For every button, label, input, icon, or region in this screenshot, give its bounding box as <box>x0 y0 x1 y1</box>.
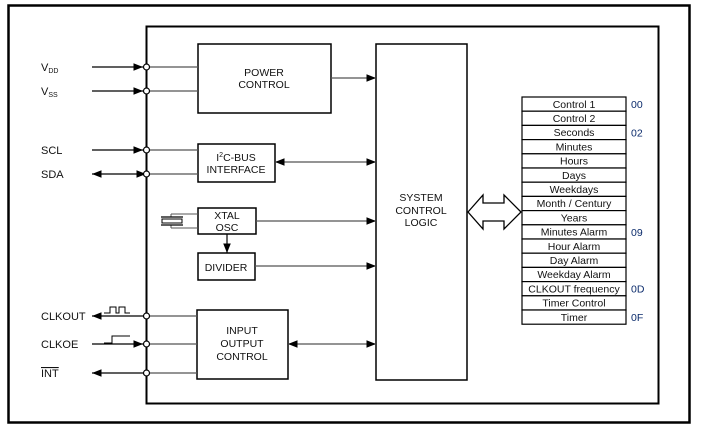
register-address: 00 <box>631 99 643 111</box>
register-address: 02 <box>631 127 643 139</box>
register-label: Control 1 <box>553 99 596 111</box>
power-control-block: POWER CONTROL <box>197 43 332 114</box>
pin-clkout: CLKOUT <box>41 311 151 323</box>
system-control-logic-block: SYSTEM CONTROL LOGIC <box>375 43 468 381</box>
pin-int: INT <box>41 368 151 380</box>
register-row: Timer Control <box>521 295 627 311</box>
register-label: Day Alarm <box>550 255 599 267</box>
step-waveform-icon <box>104 335 130 344</box>
svg-text:POWER: POWER <box>244 67 284 79</box>
svg-text:XTAL: XTAL <box>214 210 240 222</box>
pin-node <box>142 87 151 95</box>
register-row: Day Alarm <box>521 252 627 268</box>
pin-label: VDD <box>41 62 58 75</box>
register-label: Years <box>561 212 587 224</box>
svg-text:OUTPUT: OUTPUT <box>220 338 264 350</box>
svg-text:INTERFACE: INTERFACE <box>207 164 266 176</box>
register-row: Years <box>521 210 627 226</box>
svg-text:INPUT: INPUT <box>226 325 258 337</box>
pin-label: CLKOUT <box>41 311 86 323</box>
register-label: Weekday Alarm <box>537 269 611 281</box>
pin-scl: SCL <box>41 145 151 157</box>
register-label: Days <box>562 170 586 182</box>
pin-node <box>142 170 151 178</box>
register-label: Timer <box>561 312 588 324</box>
register-label: Hour Alarm <box>548 241 601 253</box>
svg-text:CONTROL: CONTROL <box>395 205 446 217</box>
register-label: Minutes <box>556 141 593 153</box>
pin-label: INT <box>41 368 59 380</box>
register-row: Weekday Alarm <box>521 266 627 283</box>
register-row: Month / Century <box>521 195 627 212</box>
svg-text:CONTROL: CONTROL <box>216 351 267 363</box>
outer-frame <box>7 4 691 424</box>
register-row: Seconds 02 <box>521 124 643 141</box>
pin-labels: VDD VSS SCL SDA CLKOUT CLKOE INT <box>41 62 151 380</box>
register-row: CLKOUT frequency 0D <box>521 281 645 297</box>
internal-connections <box>146 66 376 374</box>
register-label: Seconds <box>554 127 595 139</box>
pin-vdd: VDD <box>41 62 151 75</box>
svg-text:OSC: OSC <box>216 222 239 234</box>
register-address: 0D <box>631 284 645 296</box>
pin-label: SDA <box>41 169 64 181</box>
pin-node <box>142 63 151 71</box>
register-row: Timer 0F <box>521 309 643 325</box>
register-label: Hours <box>560 156 588 168</box>
register-address: 0F <box>631 312 643 324</box>
pin-label: VSS <box>41 86 58 99</box>
i2c-bus-interface-block: I2C-BUS INTERFACE <box>197 143 276 183</box>
xtal-osc-block: XTAL OSC <box>197 207 257 235</box>
register-row: Control 1 00 <box>521 96 643 112</box>
pin-sda: SDA <box>41 169 151 181</box>
register-row: Days <box>521 167 627 183</box>
register-label: CLKOUT frequency <box>528 283 620 295</box>
register-row: Hour Alarm <box>521 238 627 254</box>
pin-node <box>142 340 151 348</box>
register-row: Minutes Alarm 09 <box>521 224 643 240</box>
register-row: Weekdays <box>521 181 627 197</box>
clock-waveform-icon <box>104 306 130 314</box>
divider-block: DIVIDER <box>197 252 256 281</box>
register-row: Control 2 <box>521 110 627 126</box>
pin-node <box>142 312 151 320</box>
chip-outline <box>145 25 660 405</box>
register-row: Minutes <box>521 139 627 155</box>
pin-label: CLKOE <box>41 339 78 351</box>
pin-vss: VSS <box>41 86 151 99</box>
svg-text:SYSTEM: SYSTEM <box>399 192 442 204</box>
crystal-icon <box>161 213 198 229</box>
register-label: Month / Century <box>537 198 612 210</box>
pin-node <box>142 146 151 154</box>
bus-double-arrow-icon <box>467 193 522 231</box>
svg-text:DIVIDER: DIVIDER <box>205 262 248 274</box>
register-label: Weekdays <box>550 184 599 196</box>
pin-label: SCL <box>41 145 62 157</box>
svg-text:I2C-BUS: I2C-BUS <box>216 152 256 164</box>
register-label: Timer Control <box>542 298 605 310</box>
svg-text:CONTROL: CONTROL <box>238 79 289 91</box>
svg-text:LOGIC: LOGIC <box>405 217 438 229</box>
pin-clkoe: CLKOE <box>41 339 151 351</box>
input-output-control-block: INPUT OUTPUT CONTROL <box>196 309 289 380</box>
register-address: 09 <box>631 227 643 239</box>
pin-node <box>142 369 151 377</box>
register-label: Control 2 <box>553 113 596 125</box>
register-row: Hours <box>521 153 627 169</box>
register-label: Minutes Alarm <box>541 227 608 239</box>
